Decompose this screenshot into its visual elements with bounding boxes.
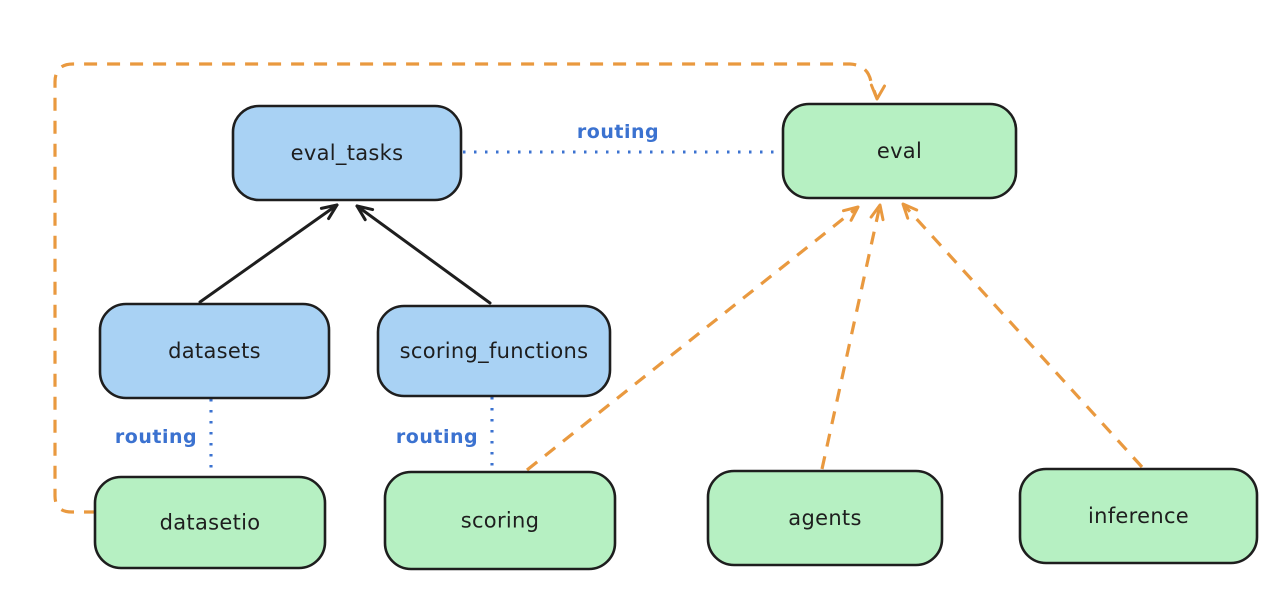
agents-box (706, 469, 944, 567)
datasetio-box (93, 475, 327, 570)
orange-dashed-line (526, 205, 859, 472)
routing-label: routing (115, 426, 197, 448)
node-datasets: datasets (98, 302, 331, 400)
datasetio-label: datasetio (160, 511, 261, 535)
solid-arrow-line (355, 204, 492, 305)
datasets-label: datasets (168, 339, 261, 363)
loop-arrowhead-icon (869, 83, 886, 101)
node-agents: agents (706, 469, 944, 567)
routing-label: routing (396, 426, 478, 448)
routing-label: routing (577, 121, 659, 143)
node-datasetio: datasetio (93, 475, 327, 570)
edge-scoring-functions-eval-tasks (355, 204, 492, 305)
inference-box (1018, 467, 1259, 565)
routing-link-eval-tasks-eval: routing (463, 121, 781, 154)
orange-arrowhead-icon (869, 203, 885, 222)
orange-dashed-line (820, 204, 882, 470)
node-inference: inference (1018, 467, 1259, 565)
edge-inference-eval (901, 202, 1144, 469)
scoring-label: scoring (461, 509, 540, 533)
scoring-functions-box (376, 304, 612, 398)
node-scoring-functions: scoring_functions (376, 304, 612, 398)
eval-tasks-box (231, 104, 463, 202)
inference-label: inference (1088, 504, 1189, 528)
solid-arrow-line (198, 203, 339, 304)
scoring-functions-label: scoring_functions (400, 339, 589, 364)
black-arrowhead-icon (319, 203, 339, 221)
eval-box (781, 102, 1018, 200)
node-eval-tasks: eval_tasks (231, 104, 463, 202)
eval-label: eval (877, 139, 922, 163)
node-scoring: scoring (383, 470, 617, 571)
agents-label: agents (788, 506, 861, 530)
edge-datasetio-eval-loop (53, 62, 886, 514)
orange-dashed-line (901, 202, 1144, 469)
edge-agents-eval (820, 203, 885, 470)
black-arrowhead-icon (355, 204, 375, 222)
routing-link-datasets-datasetio: routing (115, 399, 213, 475)
loop-dashed-line (53, 62, 878, 514)
node-eval: eval (781, 102, 1018, 200)
orange-arrowhead-icon (901, 202, 919, 220)
edge-datasets-eval-tasks (198, 203, 339, 304)
orange-arrowhead-icon (842, 205, 860, 222)
scoring-box (383, 470, 617, 571)
datasets-box (98, 302, 331, 400)
routing-link-scoring-functions-scoring: routing (396, 397, 494, 469)
eval-tasks-label: eval_tasks (291, 141, 404, 166)
edge-scoring-eval (526, 205, 860, 472)
